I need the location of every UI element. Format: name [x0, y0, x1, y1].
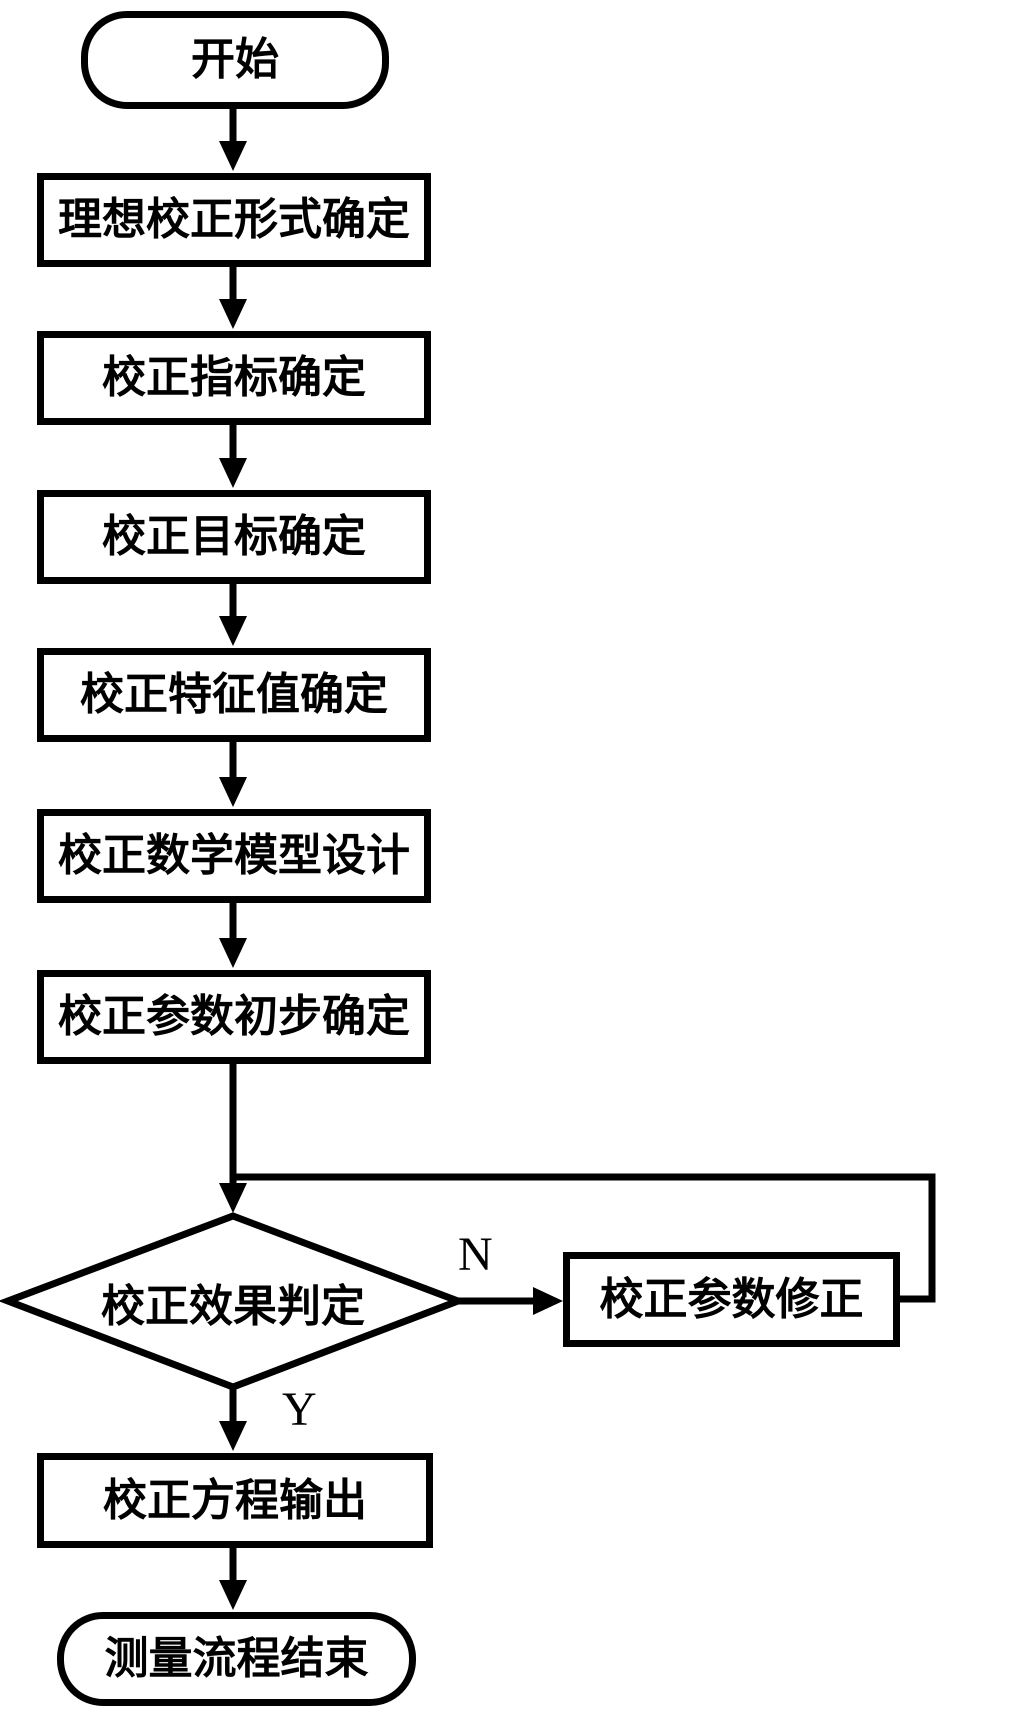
- node-parameter-preliminary: 校正参数初步确定: [37, 970, 431, 1064]
- node-correction-target: 校正目标确定: [37, 490, 431, 584]
- node-equation-output-label: 校正方程输出: [103, 1475, 367, 1525]
- node-equation-output: 校正方程输出: [37, 1453, 433, 1548]
- node-correction-index: 校正指标确定: [37, 331, 431, 425]
- arrowhead-step1-step2: [219, 299, 247, 329]
- node-math-model-design: 校正数学模型设计: [37, 809, 431, 903]
- node-correction-index-label: 校正指标确定: [102, 353, 366, 402]
- node-decision-label-box: 校正效果判定: [38, 1256, 428, 1348]
- arrowhead-decision-output: [219, 1421, 247, 1451]
- node-correction-target-label: 校正目标确定: [102, 512, 366, 561]
- arrowhead-step2-step3: [219, 458, 247, 488]
- node-ideal-correction-form: 理想校正形式确定: [37, 173, 431, 267]
- edge-label-yes: Y: [282, 1383, 317, 1436]
- node-parameter-preliminary-label: 校正参数初步确定: [58, 992, 410, 1041]
- node-end: 测量流程结束: [57, 1612, 416, 1706]
- node-decision-label: 校正效果判定: [101, 1282, 365, 1331]
- node-start-label: 开始: [191, 35, 279, 84]
- node-ideal-correction-form-label: 理想校正形式确定: [58, 195, 410, 244]
- arrowhead-decision-revise: [533, 1287, 563, 1315]
- edge-label-no: N: [458, 1228, 493, 1281]
- edge-feedback-loop: [233, 1173, 936, 1303]
- arrowhead-step4-step5: [219, 777, 247, 807]
- arrowhead-step5-step6: [219, 938, 247, 968]
- node-correction-eigenvalue: 校正特征值确定: [37, 648, 431, 742]
- arrowhead-step6-decision: [219, 1183, 247, 1213]
- arrowhead-start-step1: [219, 141, 247, 171]
- node-parameter-revision-label: 校正参数修正: [599, 1274, 864, 1324]
- node-math-model-design-label: 校正数学模型设计: [58, 831, 410, 880]
- arrowhead-step3-step4: [219, 616, 247, 646]
- node-parameter-revision: 校正参数修正: [563, 1252, 900, 1347]
- node-correction-eigenvalue-label: 校正特征值确定: [80, 670, 388, 719]
- arrowhead-output-end: [219, 1580, 247, 1610]
- node-start: 开始: [81, 11, 389, 109]
- node-end-label: 测量流程结束: [104, 1634, 369, 1683]
